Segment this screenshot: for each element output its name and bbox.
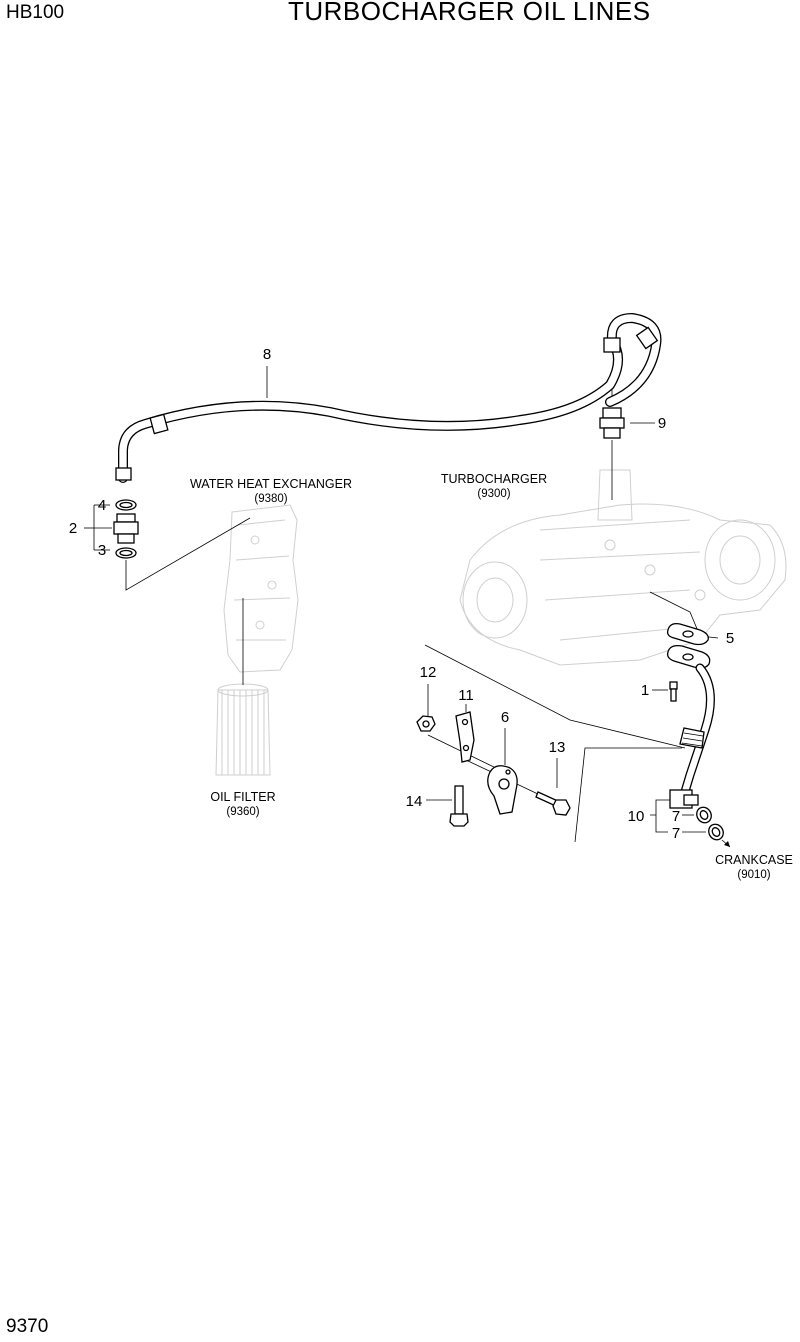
turbocharger-ref: (9300) [477,488,510,500]
part-number-1: 1 [641,682,649,699]
part-1-screw [669,681,678,702]
part-10-return-line [666,644,715,809]
crankcase-label: CRANKCASE [715,853,793,867]
part-number-12: 12 [420,664,437,681]
part-number-7-lower: 7 [672,825,680,842]
part-3-sealing-ring [115,547,137,559]
part-13-bolt [535,791,571,816]
part-number-7-upper: 7 [672,808,680,825]
part-14-bolt [449,785,469,827]
oil-filter-label: OIL FILTER [210,790,275,804]
part-number-13: 13 [549,739,566,756]
part-number-4: 4 [98,497,106,514]
part-number-11: 11 [458,687,474,704]
part-6-clamp [487,765,518,815]
page-title: TURBOCHARGER OIL LINES [288,0,651,26]
turbocharger-ghost [459,469,787,666]
part-number-3: 3 [98,542,106,559]
turbocharger-label: TURBOCHARGER [441,472,547,486]
part-number-8: 8 [263,346,271,363]
page-number: 9370 [6,1316,49,1337]
part-2-adapter [113,513,139,544]
water-heat-exchanger-ghost [223,504,299,673]
part-number-2: 2 [69,520,77,537]
leader-lines [84,366,731,848]
model-code: HB100 [6,2,65,23]
part-number-14: 14 [406,793,423,810]
part-9-fitting [599,407,625,439]
part-number-6: 6 [501,709,509,726]
water-heat-exchanger-label: WATER HEAT EXCHANGER [190,477,352,491]
part-12-nut [416,715,436,732]
oil-filter-ref: (9360) [226,806,259,818]
part-number-9: 9 [658,415,666,432]
crankcase-ref: (9010) [737,869,770,881]
oil-filter-ghost [215,683,271,776]
part-11-bracket [455,711,475,763]
part-number-10: 10 [628,808,645,825]
part-8-oil-line [115,312,662,483]
part-4-sealing-ring [115,499,137,511]
part-number-5: 5 [726,630,734,647]
part-7-sealing-ring-a [696,806,712,824]
part-5-gasket [666,622,709,646]
part-7-sealing-ring-b [708,823,724,841]
water-heat-exchanger-ref: (9380) [254,493,287,505]
